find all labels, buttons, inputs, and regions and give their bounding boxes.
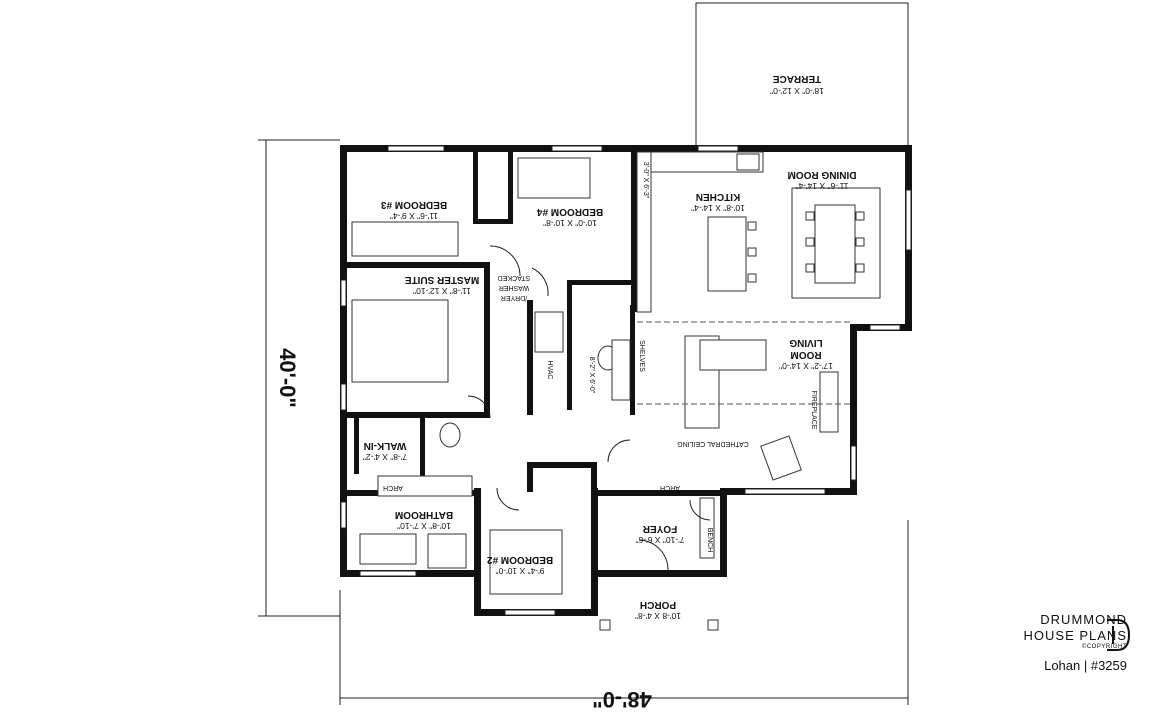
- dining-dim: 11'-6" X 14'-4": [795, 181, 848, 191]
- furniture: [351, 151, 881, 631]
- terrace-dim: 18'-0" X 12'-0": [770, 86, 824, 96]
- living-name-2: ROOM: [790, 349, 821, 360]
- minor-labels: STACKED WASHER /DRYER 3'-0" X 6'-3" SHEL…: [383, 162, 817, 552]
- kitchen-name: KITCHEN: [696, 191, 740, 202]
- living-dim: 17'-2" X 14'-0": [779, 361, 833, 371]
- stacked-label-1: STACKED: [498, 274, 531, 281]
- windows: [340, 145, 912, 616]
- dining-name: DINING ROOM: [788, 169, 857, 180]
- plan-name: Lohan | #3259: [1044, 658, 1127, 673]
- bedroom3-name: BEDROOM #3: [381, 199, 448, 210]
- overall-dimensions: 48'-0" 40'-0": [275, 348, 652, 712]
- hvac-label: HVAC: [546, 361, 553, 380]
- bedroom2-dim: 9'-4" X 10'-0": [496, 566, 545, 576]
- master-dim: 11'-8" X 12'-10": [413, 286, 471, 296]
- copyright-text: ©COPYRIGHT: [1081, 644, 1127, 650]
- master-name: MASTER SUITE: [404, 274, 479, 285]
- arch-label-1: ARCH: [660, 484, 680, 491]
- pantry-dim: 3'-0" X 6'-3": [642, 162, 649, 199]
- walkin-dim: 7'-8" X 4'-2": [363, 452, 407, 462]
- stacked-label-3: /DRYER: [501, 294, 527, 301]
- living-name-1: LIVING: [789, 337, 823, 348]
- foyer-name: FOYER: [642, 523, 677, 534]
- brand-block: DRUMMOND HOUSE PLANS ©COPYRIGHT Lohan | …: [1024, 612, 1127, 673]
- brand-line-1: DRUMMOND: [1040, 612, 1127, 627]
- width-dimension: 48'-0": [592, 687, 652, 712]
- bathroom-dim: 10'-8" X 7'-10": [397, 521, 451, 531]
- porch-name: PORCH: [640, 599, 676, 610]
- shelves-label: SHELVES: [638, 340, 645, 372]
- terrace-name: TERRACE: [773, 73, 822, 84]
- bedroom4-name: BEDROOM #4: [537, 206, 604, 217]
- drummond-logo-icon: [1107, 619, 1131, 651]
- doors: [467, 245, 850, 571]
- bedroom3-dim: 11'-6" X 9'-4": [390, 211, 438, 221]
- dimension-lines: [258, 139, 909, 705]
- closet-dim: 8'-2" X 6'-0": [588, 357, 595, 394]
- foyer-dim: 7'-10" X 6'-6": [636, 535, 685, 545]
- bedroom4-dim: 10'-0" X 10'-8": [543, 218, 597, 228]
- bench-label: BENCH: [706, 528, 713, 553]
- room-labels: TERRACE 18'-0" X 12'-0" DINING ROOM 11'-…: [363, 73, 857, 621]
- bedroom2-name: BEDROOM #2: [487, 554, 554, 565]
- kitchen-dim: 10'-8" X 14'-4": [691, 203, 745, 213]
- depth-dimension: 40'-0": [275, 348, 300, 408]
- bathroom-name: BATHROOM: [395, 509, 453, 520]
- porch-dim: 10'-8 X 4'-8": [635, 611, 681, 621]
- stacked-label-2: WASHER: [499, 284, 529, 291]
- fireplace-label: FIREPLACE: [810, 391, 817, 430]
- brand-line-2: HOUSE PLANS: [1023, 628, 1127, 643]
- arch-label-2: ARCH: [383, 484, 403, 491]
- cathedral-label: CATHEDRAL CEILING: [677, 440, 749, 447]
- walkin-name: WALK-IN: [364, 440, 407, 451]
